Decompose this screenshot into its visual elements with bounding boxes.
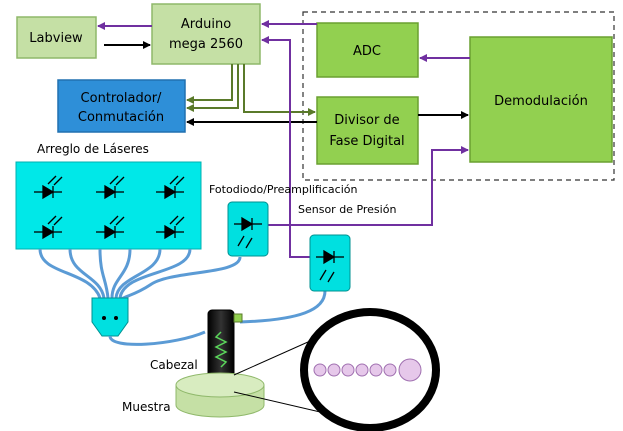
pressure-sensor-icon <box>316 249 344 283</box>
photodiode-box <box>227 201 269 257</box>
labview-block <box>16 16 97 59</box>
arrow-arduino-to-divisor <box>243 64 316 116</box>
fotodiodo-label: Fotodiodo/Preamplificación <box>209 183 357 196</box>
pressure-sensor-box <box>309 234 351 292</box>
arreglo-label: Arreglo de Láseres <box>37 142 149 156</box>
controlador-label-1: Controlador/ <box>81 91 163 106</box>
spring-icon <box>214 331 228 368</box>
divisor-label-2: Fase Digital <box>329 134 404 149</box>
adc-label: ADC <box>353 44 381 59</box>
arduino-block <box>151 3 261 65</box>
arduino-label-2: mega 2560 <box>169 37 243 52</box>
controlador-label-2: Conmutación <box>78 110 164 125</box>
arrow-sensor-to-arduino <box>261 36 318 258</box>
divisor-block <box>316 96 419 165</box>
fiber-coupler <box>91 297 129 337</box>
demodulacion-block <box>469 36 613 163</box>
divisor-label-1: Divisor de <box>334 113 399 128</box>
adc-block <box>316 22 419 78</box>
arrow-photodiode-to-demod <box>268 146 469 226</box>
demodulacion-label: Demodulación <box>494 94 588 109</box>
dashed-enclosure <box>302 11 615 181</box>
controlador-block <box>57 79 186 133</box>
cabezal-label: Cabezal <box>150 358 198 372</box>
fiber-cross-section <box>300 308 440 431</box>
optical-fibers <box>38 248 327 324</box>
laser-diodes <box>34 175 185 240</box>
photodiode-icon <box>234 216 262 249</box>
sensor-label: Sensor de Presión <box>298 203 396 216</box>
muestra-label: Muestra <box>122 400 171 414</box>
arduino-label-1: Arduino <box>181 17 231 32</box>
labview-label: Labview <box>29 31 83 46</box>
arrow-arduino-to-controlador-2 <box>186 64 239 112</box>
muestra-sample <box>175 372 265 398</box>
arrow-arduino-to-controlador <box>186 64 233 104</box>
